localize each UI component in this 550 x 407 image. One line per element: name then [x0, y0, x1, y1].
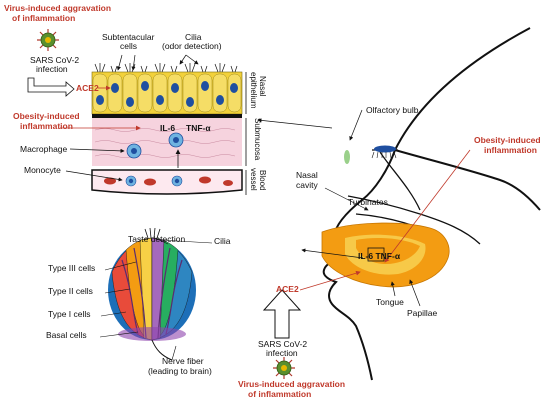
obesity-right-2: inflammation — [484, 145, 537, 155]
papillae-label: Papillae — [407, 308, 438, 318]
sars-top-2: infection — [36, 64, 68, 74]
ace2-label-top: ACE2 — [76, 83, 99, 93]
obesity-left-1: Obesity-induced — [13, 111, 80, 121]
oral-cavity — [321, 222, 450, 288]
sars-bottom-1: SARS CoV-2 — [258, 339, 308, 349]
ace2-arrow — [27, 77, 75, 97]
submucosa-label: Submucosa — [253, 118, 262, 161]
nerve-label-2: (leading to brain) — [148, 366, 212, 376]
taste-bud — [108, 227, 196, 361]
type2-label: Type II cells — [48, 286, 93, 296]
turbinates-label: Turbinates — [348, 197, 388, 207]
nerve-label-1: Nerve fiber — [162, 356, 204, 366]
nasal-cavity-2: cavity — [296, 180, 318, 190]
submucosa-fibers — [94, 128, 236, 158]
virus-title-top-1: Virus-induced aggravation — [4, 3, 112, 13]
epithelial-cells — [92, 73, 242, 113]
olfactory-bulb-label: Olfactory bulb — [366, 105, 419, 115]
nasal-tissue-panel — [91, 63, 247, 195]
il6-tnf-head: IL-6 TNF-α — [358, 251, 401, 261]
virus-title-bottom-1: Virus-induced aggravation — [238, 379, 346, 389]
obesity-left-2: inflammation — [20, 121, 73, 131]
infection-up-arrow — [262, 289, 302, 339]
nasal-label: Nasal — [258, 76, 267, 97]
taste-bud-pointers — [99, 237, 213, 361]
papilla-box — [367, 247, 385, 262]
sars-top-1: SARS CoV-2 — [30, 55, 80, 65]
obesity-right-1: Obesity-induced — [474, 135, 541, 145]
nasal-cavity-1: Nasal — [296, 170, 318, 180]
blood-cells — [104, 175, 233, 187]
sars-bottom-2: infection — [266, 348, 298, 358]
virus-icon — [37, 29, 59, 51]
subtentacular-label-2: cells — [120, 41, 138, 51]
submucosa-layer — [92, 118, 242, 166]
cilia-bud-label: Cilia — [214, 236, 231, 246]
cilia-tufts — [94, 63, 238, 73]
cell-nuclei — [96, 81, 238, 107]
cilia-label-1: Cilia — [185, 32, 202, 42]
tnf-label-top: TNF-α — [186, 123, 211, 133]
epithelium-label: epithelium — [249, 72, 258, 109]
type1-label: Type I cells — [48, 309, 91, 319]
type3-label: Type III cells — [48, 263, 96, 273]
macrophage-cell-2 — [168, 132, 184, 148]
virus-title-top-2: of inflammation — [12, 13, 76, 23]
subtentacular-label-1: Subtentacular — [102, 32, 155, 42]
nasal-mucosa-mark — [344, 150, 350, 164]
virus-icon-bottom — [273, 357, 295, 379]
il6-label-top: IL-6 — [160, 123, 176, 133]
cilia-label-2: (odor detection) — [162, 41, 222, 51]
virus-title-bottom-2: of inflammation — [248, 389, 312, 399]
basement-membrane — [92, 114, 242, 118]
vessel-label: vessel — [249, 168, 258, 191]
taste-detection-label: Taste detection — [128, 234, 186, 244]
ace2-label-head: ACE2 — [276, 284, 299, 294]
olfactory-bulb — [371, 145, 397, 159]
monocyte-label: Monocyte — [24, 165, 61, 175]
tongue-label: Tongue — [376, 297, 404, 307]
macrophage-cell — [126, 143, 142, 159]
basal-label: Basal cells — [46, 330, 87, 340]
blood-label: Blood — [258, 170, 267, 191]
macrophage-label: Macrophage — [20, 144, 68, 154]
